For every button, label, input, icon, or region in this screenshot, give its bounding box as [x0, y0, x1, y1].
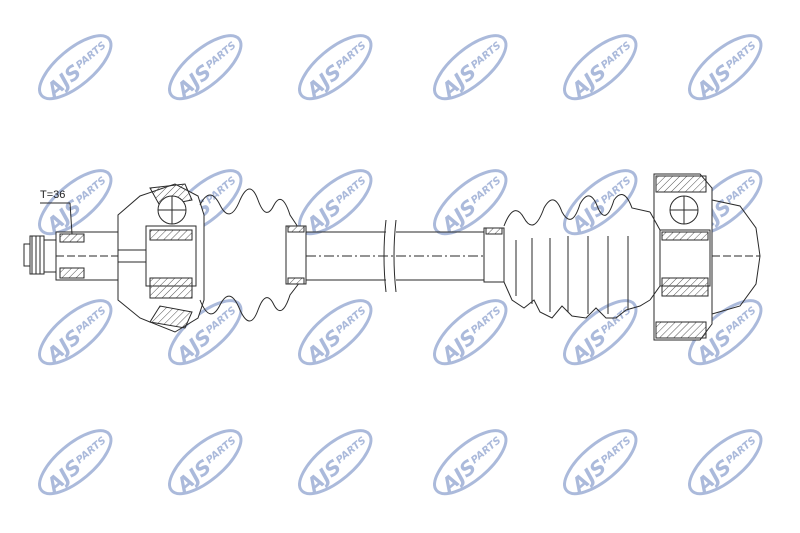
svg-text:PARTS: PARTS	[204, 305, 238, 336]
tooth-count-label: T=36	[40, 189, 65, 201]
svg-text:PARTS: PARTS	[74, 435, 108, 466]
svg-text:PARTS: PARTS	[334, 305, 368, 336]
left-cv-joint	[117, 183, 205, 333]
svg-text:PARTS: PARTS	[334, 435, 368, 466]
svg-text:PARTS: PARTS	[469, 40, 503, 71]
svg-text:PARTS: PARTS	[74, 175, 108, 206]
tooth-count-callout: T=36	[40, 189, 73, 235]
svg-text:PARTS: PARTS	[204, 40, 238, 71]
svg-text:PARTS: PARTS	[469, 435, 503, 466]
left-boot	[199, 188, 307, 322]
svg-text:PARTS: PARTS	[334, 40, 368, 71]
main-shaft	[306, 219, 486, 293]
svg-text:PARTS: PARTS	[599, 40, 633, 71]
left-spline-stub	[23, 231, 127, 281]
svg-text:PARTS: PARTS	[74, 305, 108, 336]
svg-text:PARTS: PARTS	[599, 175, 633, 206]
svg-text:PARTS: PARTS	[204, 435, 238, 466]
svg-text:PARTS: PARTS	[724, 305, 758, 336]
shaft-assembly: T=36	[23, 173, 761, 341]
svg-text:PARTS: PARTS	[334, 175, 368, 206]
right-cv-joint	[649, 173, 761, 341]
svg-text:PARTS: PARTS	[469, 175, 503, 206]
svg-text:PARTS: PARTS	[469, 305, 503, 336]
svg-text:PARTS: PARTS	[74, 40, 108, 71]
svg-text:PARTS: PARTS	[204, 175, 238, 206]
svg-text:PARTS: PARTS	[724, 435, 758, 466]
svg-text:PARTS: PARTS	[724, 40, 758, 71]
right-boot	[483, 194, 651, 319]
svg-text:PARTS: PARTS	[599, 435, 633, 466]
svg-text:PARTS: PARTS	[724, 175, 758, 206]
